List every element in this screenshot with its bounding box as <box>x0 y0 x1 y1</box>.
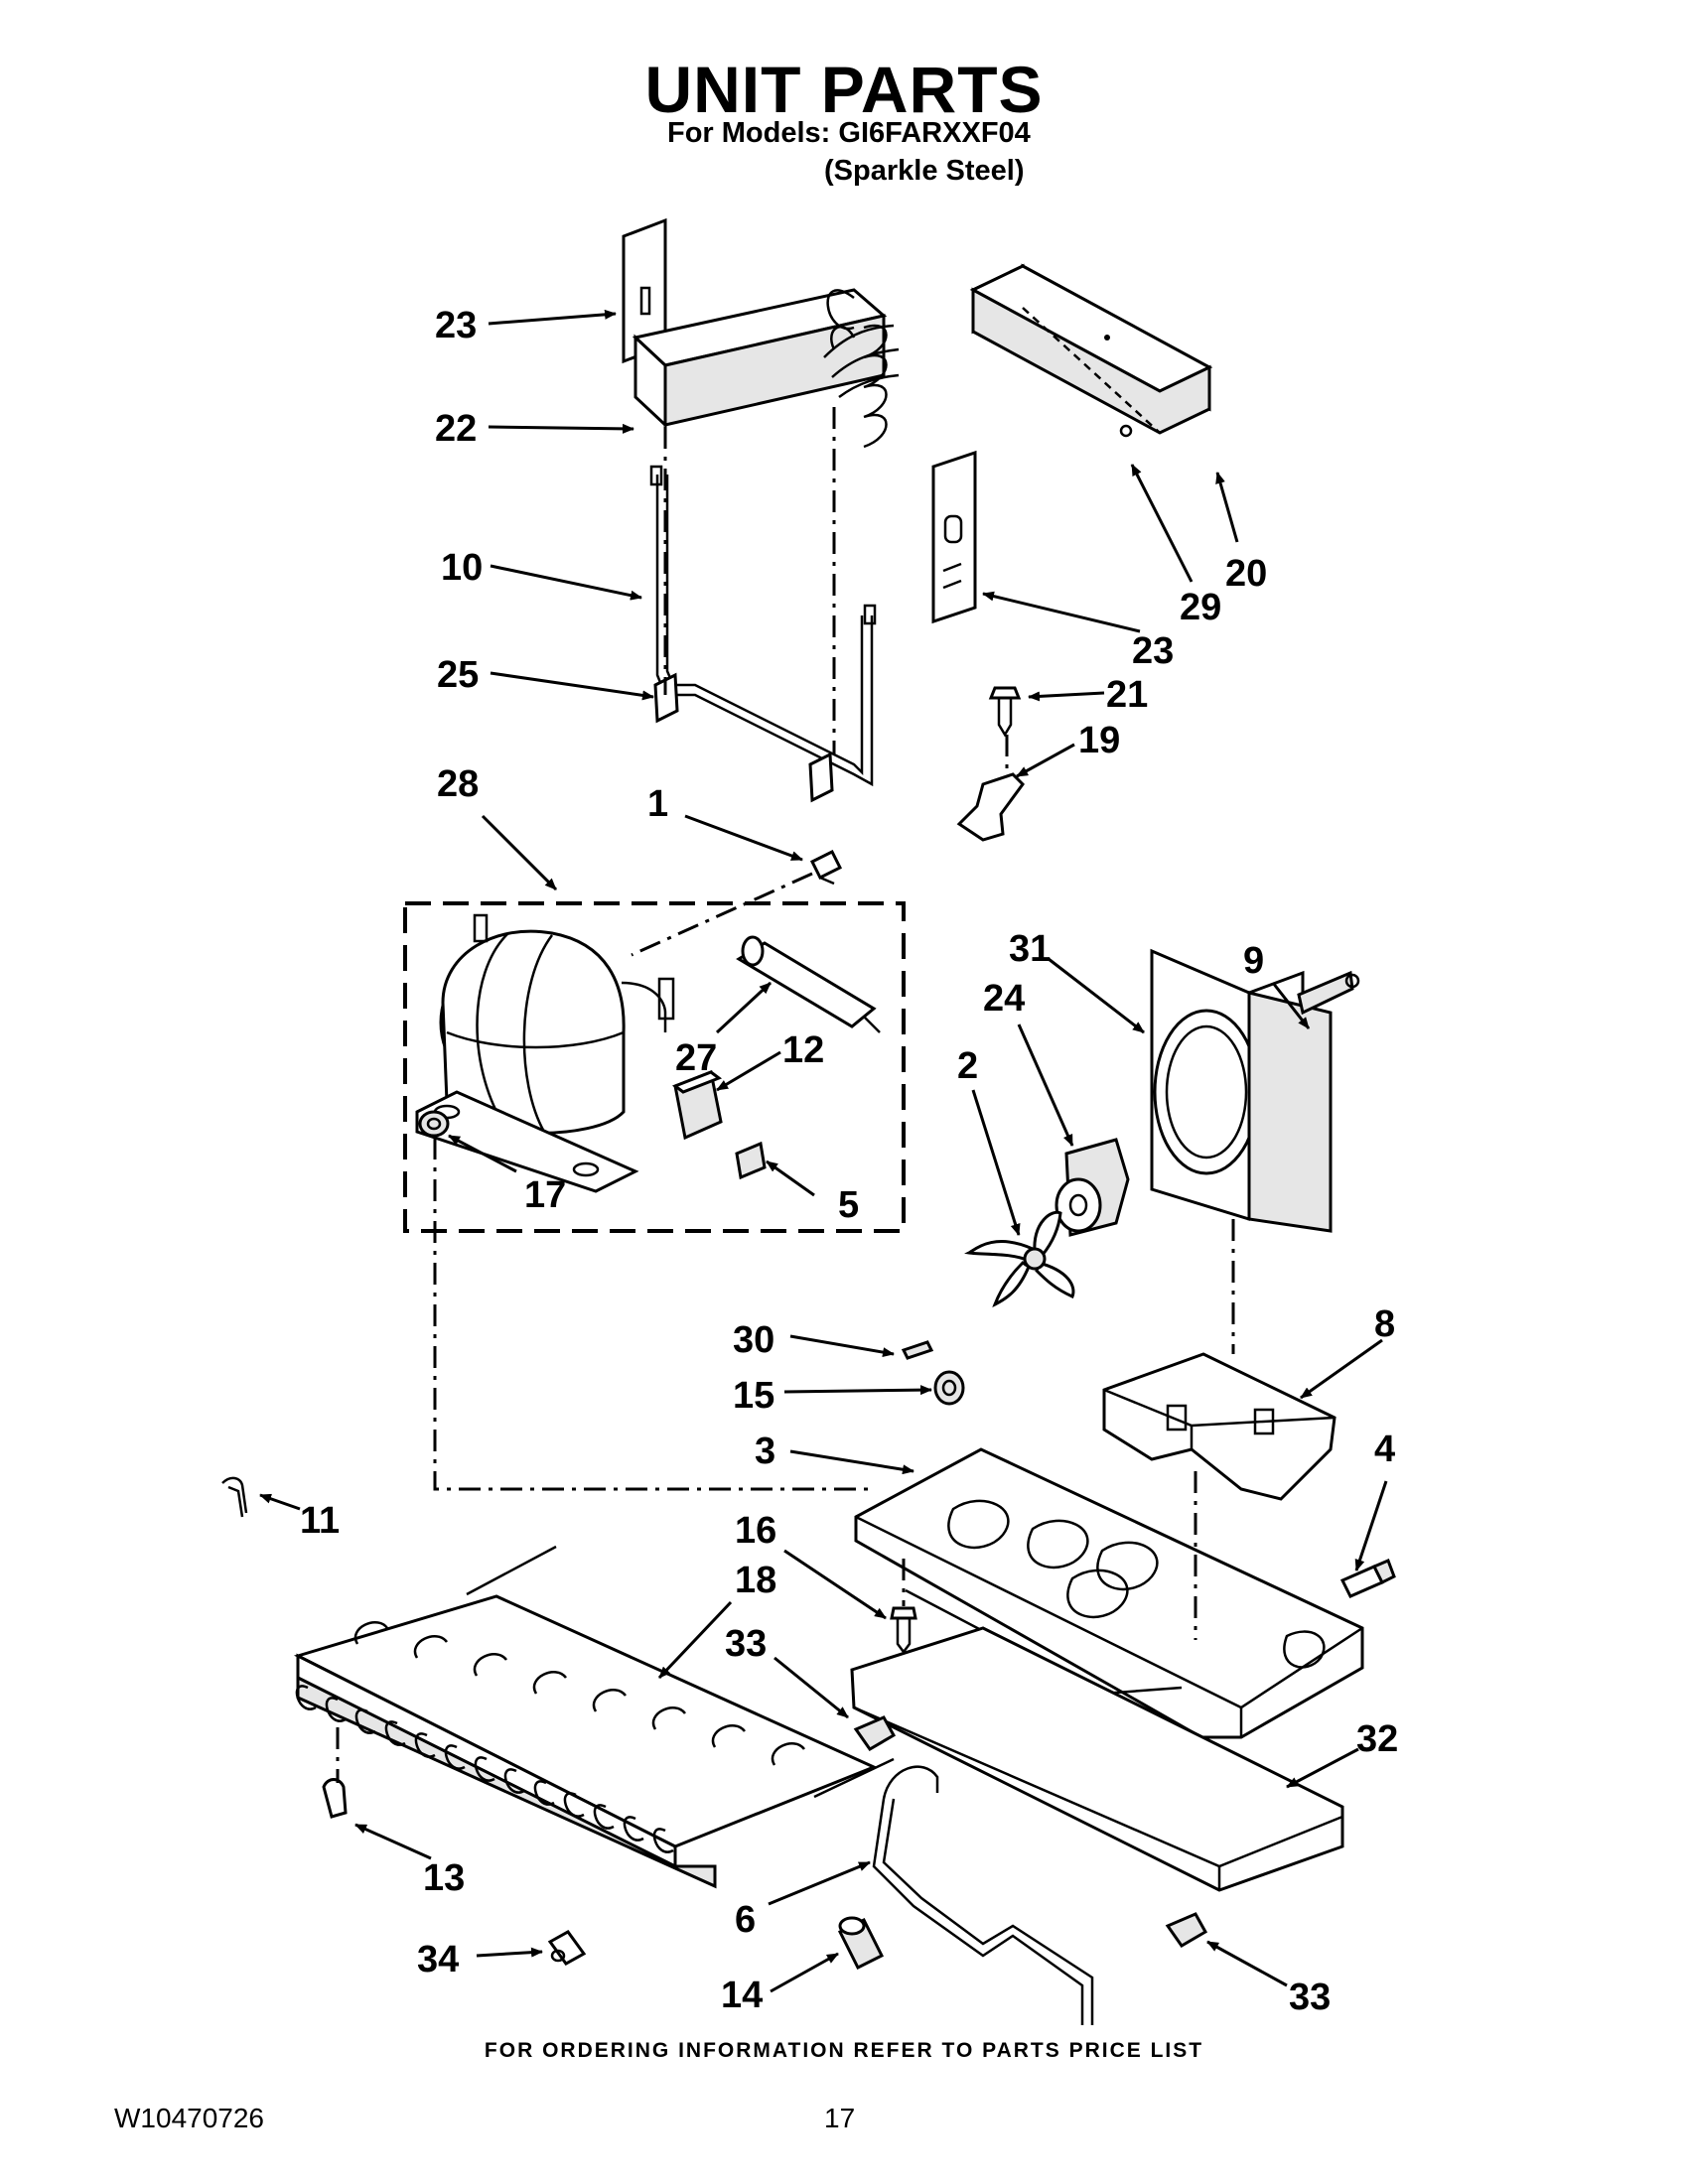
callout-9: 9 <box>1243 940 1264 982</box>
heater-clip-left <box>653 672 679 724</box>
callout-18: 18 <box>735 1560 776 1601</box>
callout-25: 25 <box>437 654 479 696</box>
callout-29: 29 <box>1180 587 1221 628</box>
fan-motor-24 <box>1055 1138 1130 1237</box>
fan-blade-2 <box>964 1210 1075 1308</box>
foot-33-upper <box>853 1715 897 1751</box>
callout-3: 3 <box>755 1431 775 1472</box>
screw-21 <box>988 686 1022 738</box>
callout-30: 30 <box>733 1319 774 1361</box>
page-title: UNIT PARTS <box>644 53 1044 126</box>
screw-1 <box>809 849 843 886</box>
callout-32: 32 <box>1356 1718 1398 1760</box>
document-number: W10470726 <box>114 2103 265 2133</box>
callout-21: 21 <box>1106 674 1148 716</box>
callout-8: 8 <box>1374 1303 1395 1345</box>
condenser-18 <box>293 1545 895 1889</box>
compressor <box>415 913 675 1193</box>
screw-4 <box>1339 1559 1396 1598</box>
fitting-34 <box>547 1930 587 1966</box>
cover-plate-32 <box>850 1626 1344 1892</box>
defrost-heater <box>649 465 877 787</box>
start-relay-12 <box>671 1069 723 1141</box>
callout-13: 13 <box>423 1857 465 1899</box>
clip-13 <box>322 1778 348 1819</box>
condenser-tube-6 <box>872 1765 1094 2025</box>
callout-22: 22 <box>435 408 477 450</box>
callout-19: 19 <box>1078 720 1120 761</box>
screw-16 <box>890 1606 917 1655</box>
overload-5 <box>735 1141 767 1180</box>
base-pan-3 <box>854 1447 1364 1739</box>
callout-31: 31 <box>1009 928 1051 970</box>
spacer-30 <box>901 1340 934 1360</box>
callout-12: 12 <box>782 1029 824 1071</box>
callout-10: 10 <box>441 547 483 589</box>
callout-23-right: 23 <box>1132 630 1174 672</box>
fan-shroud-31 <box>1150 948 1333 1233</box>
callout-16: 16 <box>735 1510 776 1552</box>
page-number: 17 <box>824 2103 856 2133</box>
clip-11 <box>221 1476 248 1518</box>
callout-23-upper-left: 23 <box>435 305 477 346</box>
callout-33-upper: 33 <box>725 1623 767 1665</box>
heater-clip-right <box>808 751 834 803</box>
compressor-grommet-17 <box>418 1110 450 1138</box>
callout-1: 1 <box>647 783 668 825</box>
compressor-kit-box <box>403 901 906 1233</box>
callout-6: 6 <box>735 1899 756 1941</box>
evaporator-bracket-right <box>931 450 977 624</box>
callout-14: 14 <box>721 1975 763 2016</box>
ordering-note: FOR ORDERING INFORMATION REFER TO PARTS … <box>484 2039 1204 2062</box>
callout-11: 11 <box>300 1500 340 1542</box>
callout-33-lower: 33 <box>1289 1977 1331 2018</box>
evaporator-coil <box>622 217 900 449</box>
screw-9 <box>1297 970 1360 1016</box>
callout-2: 2 <box>957 1045 978 1087</box>
callout-4: 4 <box>1374 1429 1395 1470</box>
models-line: For Models: GI6FARXXF04 <box>667 117 1031 149</box>
evaporator-cover <box>969 263 1213 438</box>
fitting-14 <box>837 1916 885 1971</box>
foot-33-lower <box>1165 1912 1208 1948</box>
callout-27: 27 <box>675 1037 717 1079</box>
variant-line: (Sparkle Steel) <box>824 155 1025 187</box>
grommet-15 <box>933 1370 965 1406</box>
callout-17: 17 <box>524 1174 566 1216</box>
callout-20: 20 <box>1225 553 1267 595</box>
filter-drier-27 <box>736 935 881 1033</box>
callout-34: 34 <box>417 1939 459 1980</box>
callout-28: 28 <box>437 763 479 805</box>
bracket-19 <box>956 772 1025 842</box>
callout-24: 24 <box>983 978 1025 1020</box>
fan-bracket-8 <box>1102 1352 1336 1501</box>
callout-15: 15 <box>733 1375 774 1417</box>
callout-5: 5 <box>838 1184 859 1226</box>
